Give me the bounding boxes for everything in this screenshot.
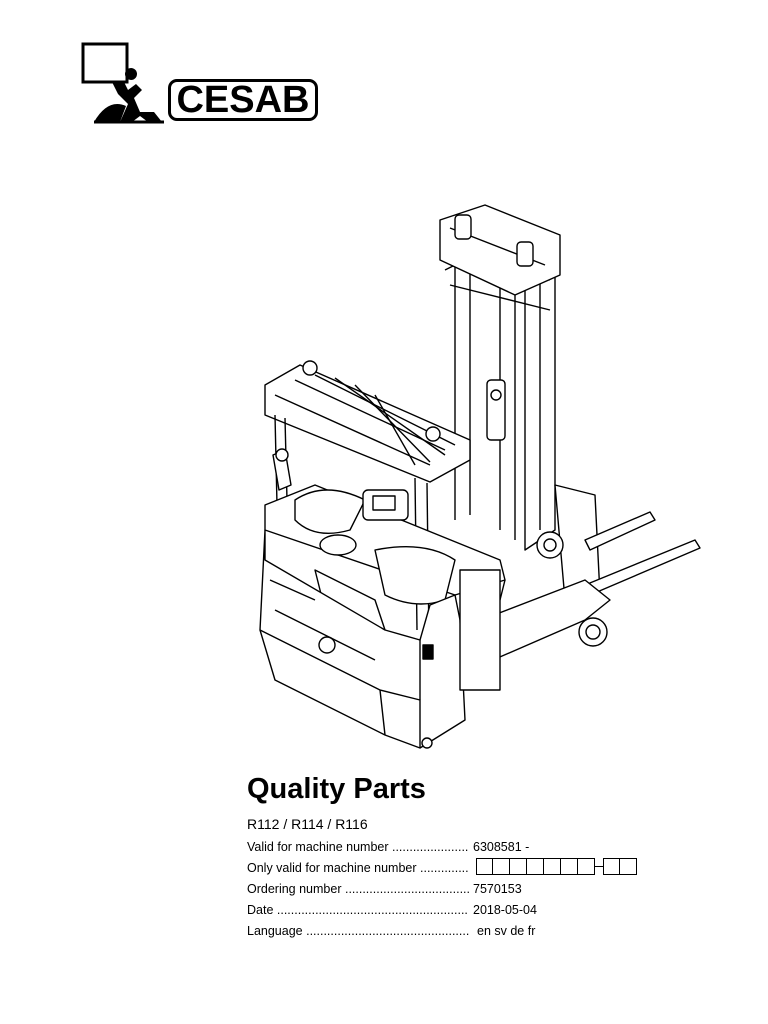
info-label: Language <box>247 924 469 938</box>
info-value: 6308581 - <box>473 840 530 854</box>
machine-number-boxes-first <box>476 858 595 875</box>
info-label: Ordering number <box>247 882 469 896</box>
brand-name: CESAB <box>168 79 318 121</box>
cesab-logo <box>80 42 325 127</box>
info-label: Only valid for machine number <box>247 861 469 875</box>
machine-number-boxes-second <box>603 858 637 875</box>
machine-number-box <box>578 858 595 875</box>
info-row-ordering-number: Ordering number 7570153 <box>247 882 667 900</box>
machine-number-box <box>527 858 544 875</box>
machine-number-box <box>493 858 510 875</box>
document-title: Quality Parts <box>247 773 426 805</box>
machine-number-box <box>476 858 493 875</box>
info-value: en sv de fr <box>477 924 536 938</box>
info-row-date: Date 2018-05-04 <box>247 903 667 921</box>
machine-number-box <box>544 858 561 875</box>
info-row-only-valid-machine: Only valid for machine number <box>247 858 667 879</box>
machine-number-box <box>561 858 578 875</box>
cesab-logo-mark-icon <box>81 42 164 124</box>
info-row-valid-machine: Valid for machine number 6308581 - <box>247 840 667 858</box>
info-value: 7570153 <box>473 882 522 896</box>
forklift-illustration <box>259 204 701 749</box>
machine-number-box <box>603 858 620 875</box>
info-label: Date <box>247 903 469 917</box>
info-label: Valid for machine number <box>247 840 469 854</box>
box-separator <box>595 866 603 867</box>
machine-number-box <box>510 858 527 875</box>
machine-number-boxes <box>476 858 637 875</box>
model-list: R112 / R114 / R116 <box>247 816 368 832</box>
machine-number-box <box>620 858 637 875</box>
info-row-language: Language en sv de fr <box>247 924 667 942</box>
info-value: 2018-05-04 <box>473 903 537 917</box>
